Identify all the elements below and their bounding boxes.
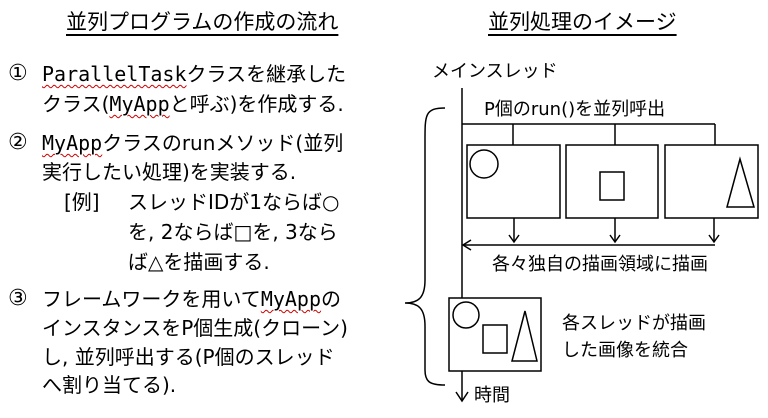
code-myapp: MyApp [260, 287, 322, 311]
step-1-line-1: ParallelTaskクラスを継承した [42, 62, 346, 86]
step-1-line-2: クラス(MyAppと呼ぶ)を作成する. [42, 92, 344, 116]
thread-box-3 [664, 144, 759, 219]
join-arrowhead [461, 239, 472, 251]
merged-square [482, 324, 508, 354]
code-myapp: MyApp [109, 92, 170, 116]
text: と呼ぶ)を作成する. [169, 92, 344, 116]
step-1-number: ① [8, 61, 28, 86]
step-3-line-1: フレームワークを用いてMyAppの [42, 287, 341, 311]
step-3-line-2: インスタンスをP個生成(クローン) [42, 316, 348, 340]
step-3-line-3: し, 並列呼出する(P個のスレッド [42, 345, 335, 369]
merged-image-box [448, 297, 542, 372]
text: クラスを継承した [186, 62, 347, 86]
code-myapp: MyApp [42, 131, 103, 155]
triangle-shape [726, 156, 755, 208]
text: クラスのrunメソッド(並列 [102, 131, 344, 155]
example-line-3: ば△を描画する. [128, 250, 270, 274]
draw-label: 各々独自の描画領域に描画 [492, 254, 708, 275]
example-label: [例] [64, 190, 100, 214]
text: の [321, 287, 342, 311]
brace [404, 107, 446, 386]
merge-label-2: した画像を統合 [562, 340, 688, 361]
thread-box-1 [466, 144, 561, 219]
time-label: 時間 [474, 385, 510, 406]
right-title: 並列処理のイメージ [488, 10, 677, 34]
main-thread-label: メインスレッド [432, 61, 558, 82]
left-title: 並列プログラムの作成の流れ [66, 10, 339, 34]
merged-triangle [511, 310, 538, 362]
example-line-2: を, 2ならば□を, 3なら [128, 220, 338, 244]
circle-shape [469, 149, 499, 179]
merged-circle [452, 301, 480, 329]
text: フレームワークを用いて [42, 287, 261, 311]
step-3-line-4: へ割り当てる). [42, 373, 177, 397]
parallel-call-label: P個のrun()を並列呼出 [484, 99, 666, 120]
thread-box-2 [565, 144, 659, 219]
step-2-line-2: 実行したい処理)を実装する. [42, 160, 297, 184]
square-shape [599, 171, 625, 201]
example-line-1: スレッドIDが1ならば○ [128, 190, 340, 214]
merge-label-1: 各スレッドが描画 [562, 313, 706, 334]
step-2-line-1: MyAppクラスのrunメソッド(並列 [42, 131, 343, 155]
time-arrowhead [455, 391, 469, 403]
step-3-number: ③ [8, 286, 28, 311]
text: クラス( [42, 92, 110, 116]
code-parallel-task: ParallelTask [42, 62, 187, 86]
step-2-number: ② [8, 130, 28, 155]
